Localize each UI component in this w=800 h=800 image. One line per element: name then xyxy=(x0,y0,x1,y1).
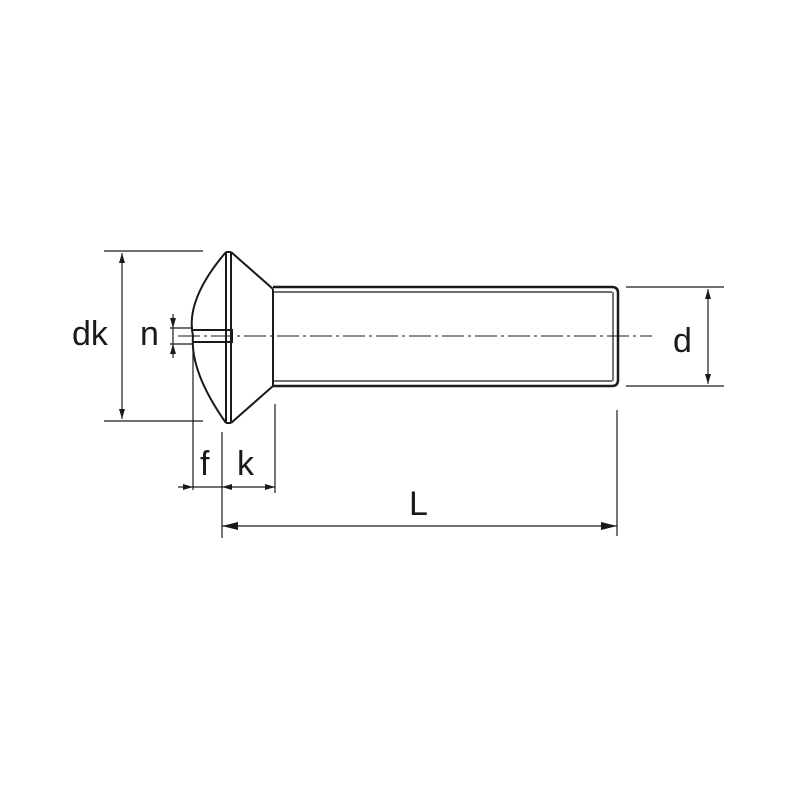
label-L: L xyxy=(409,485,428,523)
head-dome xyxy=(190,251,227,424)
head-cone-top xyxy=(230,251,274,290)
label-k: k xyxy=(237,445,255,483)
label-d: d xyxy=(673,322,692,360)
label-n: n xyxy=(140,315,159,353)
label-dk: dk xyxy=(72,315,109,353)
screw-outline xyxy=(190,251,620,424)
dimension-lines xyxy=(104,250,724,538)
label-f: f xyxy=(200,445,210,483)
head-cone-bottom xyxy=(230,385,274,424)
